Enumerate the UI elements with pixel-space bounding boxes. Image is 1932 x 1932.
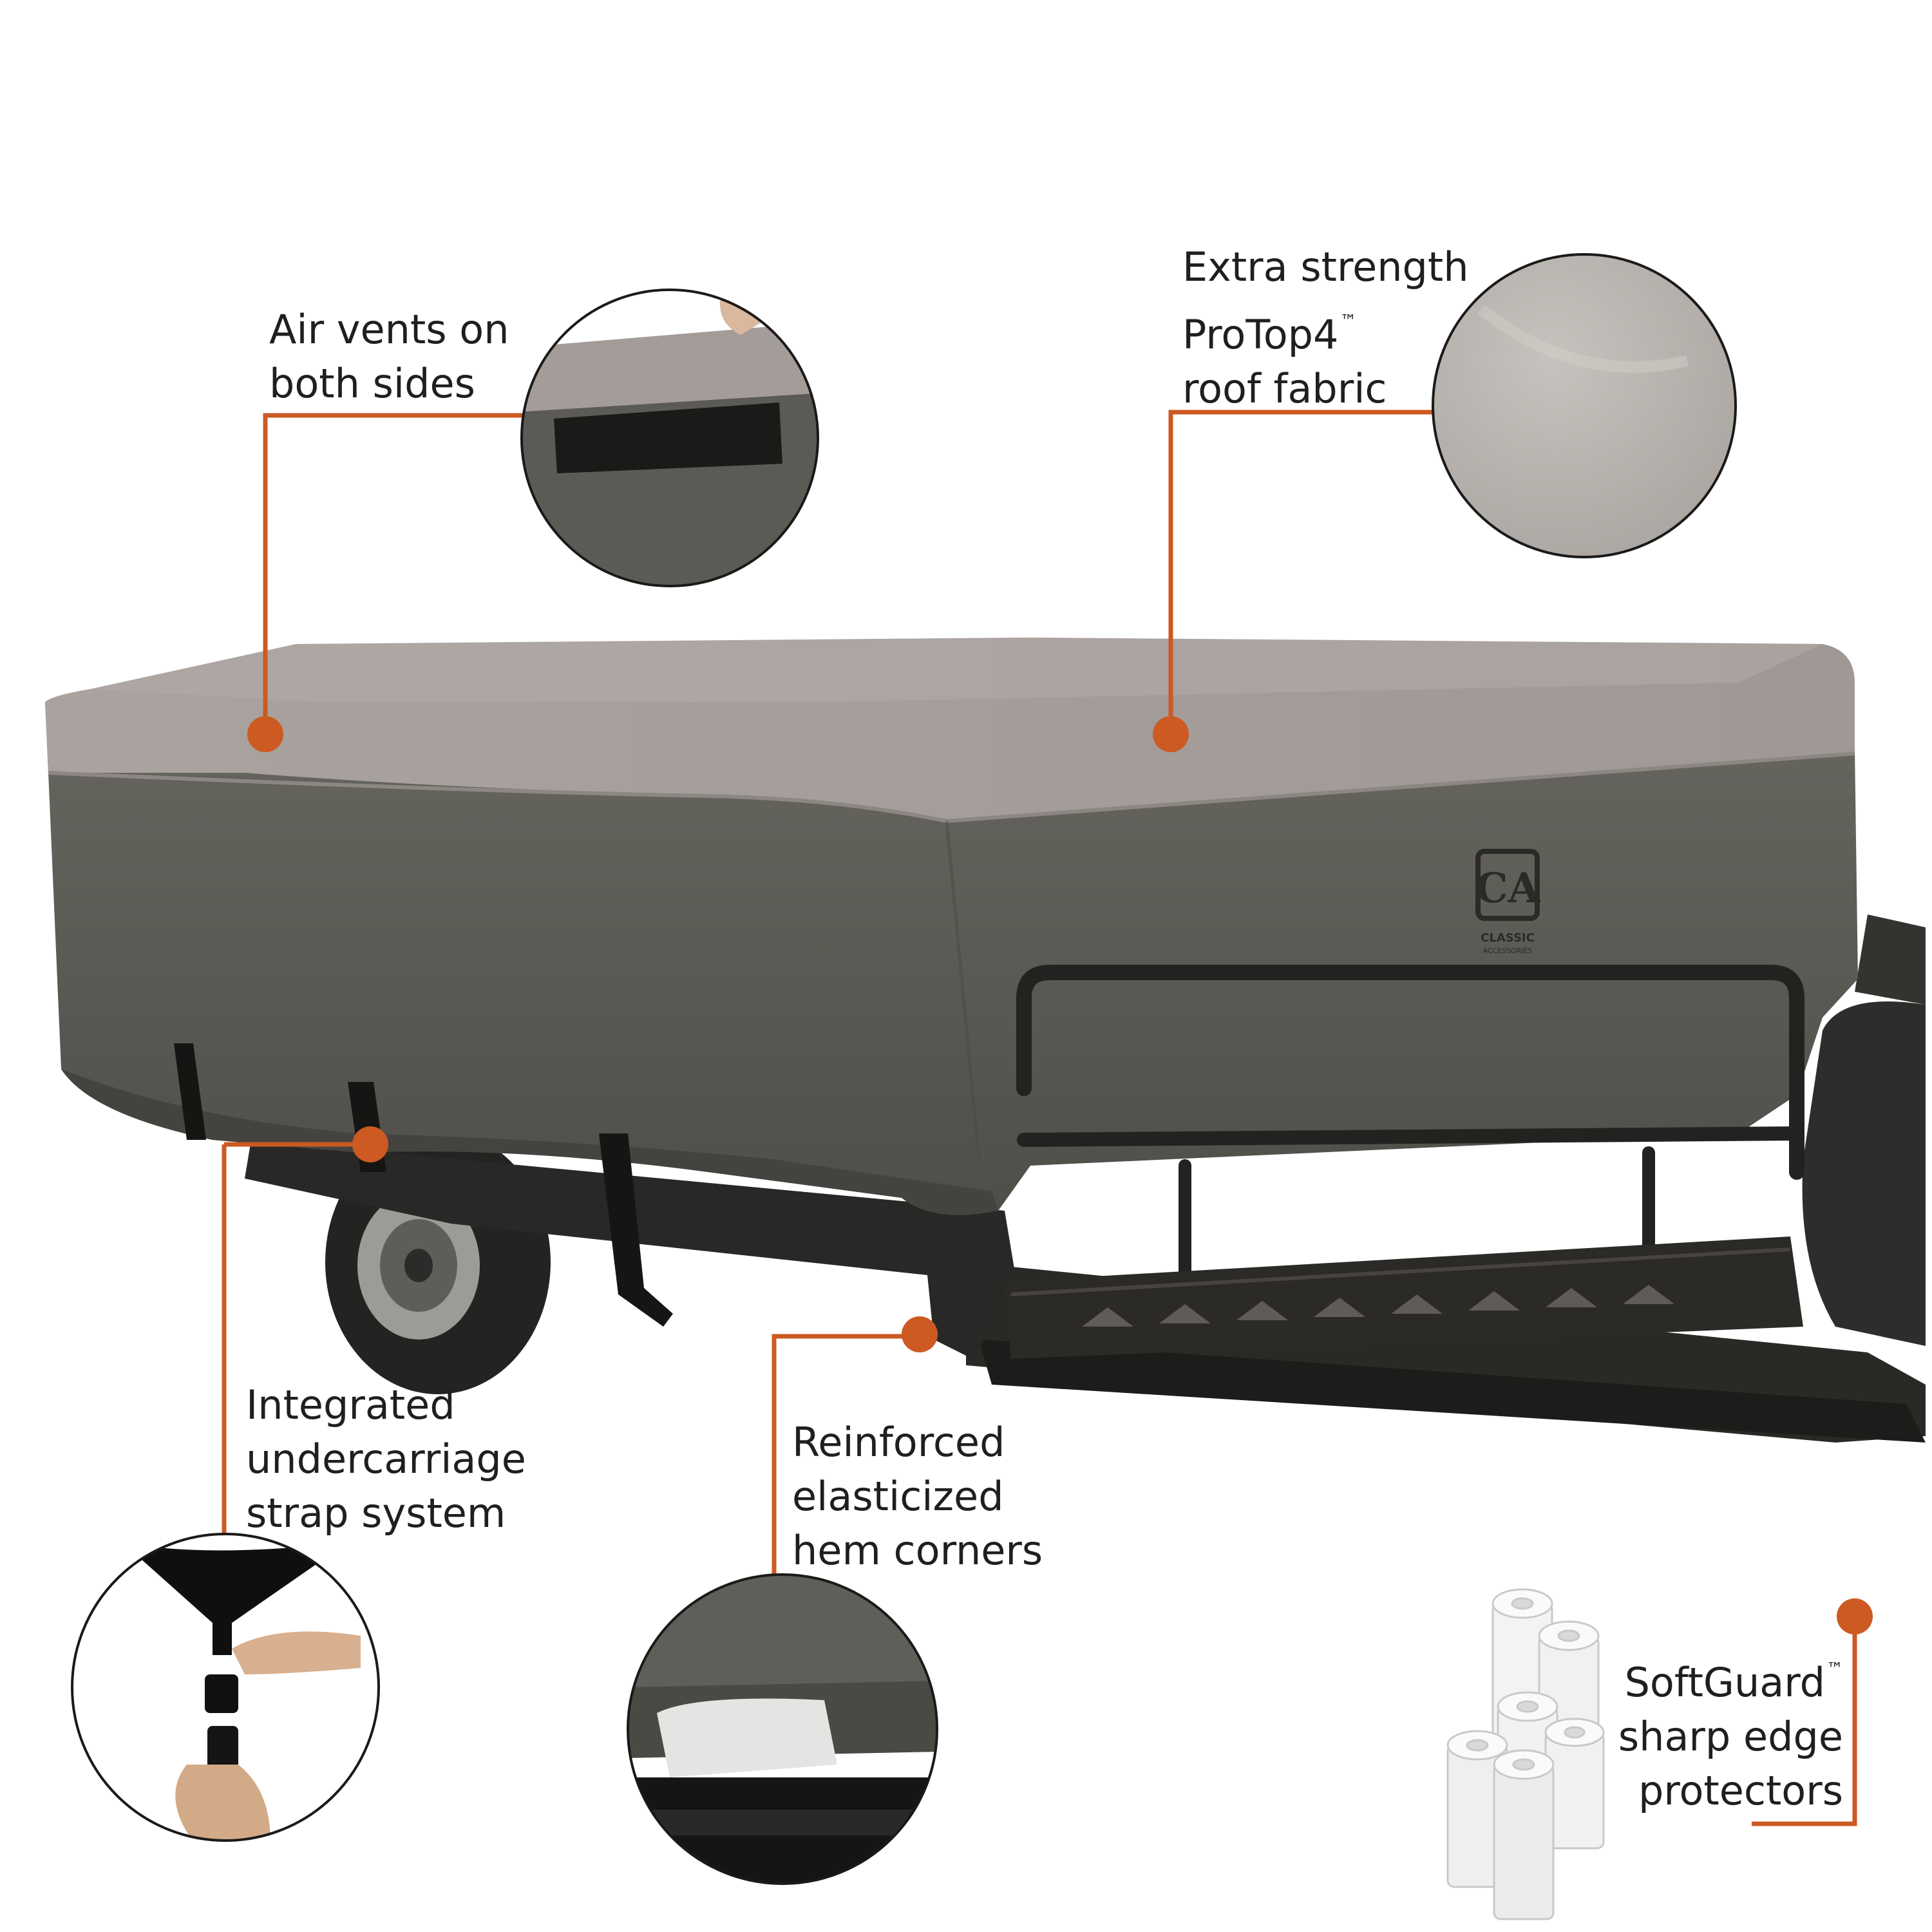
roof-fabric-detail-image bbox=[1432, 253, 1737, 558]
callout-leaders bbox=[222, 410, 1857, 1826]
callout-roof-fabric-line-2: ProTop4 bbox=[1182, 311, 1339, 358]
callout-edge-protectors-line-3: protectors bbox=[1638, 1767, 1843, 1814]
callout-dots bbox=[247, 716, 1873, 1634]
brand-logo-name: CLASSIC bbox=[1481, 931, 1535, 945]
strap-buckle-detail-image bbox=[71, 1533, 380, 1842]
callout-undercarriage-line-3: strap system bbox=[246, 1490, 506, 1537]
air-vent-detail-image bbox=[520, 289, 819, 587]
callout-air-vents-line-2: both sides bbox=[269, 360, 475, 407]
callout-edge-protectors-line-2: sharp edge bbox=[1618, 1713, 1843, 1760]
foam-edge-protectors-image bbox=[1446, 1588, 1605, 1920]
callout-hem-corners-line-2: elasticized bbox=[792, 1473, 1004, 1520]
callout-roof-fabric: Extra strength ProTop4™ roof fabric bbox=[1182, 240, 1469, 416]
brand-logo-letters: CA bbox=[1475, 864, 1541, 913]
trademark-symbol: ™ bbox=[1340, 312, 1357, 331]
callout-undercarriage-line-1: Integrated bbox=[246, 1381, 455, 1428]
pop-up-camper-cover bbox=[45, 638, 1926, 1443]
brand-logo: CA CLASSIC ACCESSORIES bbox=[1475, 849, 1541, 955]
callout-air-vents: Air vents on both sides bbox=[269, 303, 509, 411]
callout-hem-corners-line-1: Reinforced bbox=[792, 1419, 1005, 1466]
callout-hem-corners-line-3: hem corners bbox=[792, 1527, 1043, 1574]
callout-edge-protectors-line-1: SoftGuard bbox=[1624, 1659, 1825, 1706]
brand-logo-sub: ACCESSORIES bbox=[1482, 947, 1532, 955]
callout-undercarriage-line-2: undercarriage bbox=[246, 1435, 526, 1482]
callout-roof-fabric-line-1: Extra strength bbox=[1182, 243, 1469, 290]
callout-air-vents-line-1: Air vents on bbox=[269, 306, 509, 353]
callout-undercarriage: Integrated undercarriage strap system bbox=[246, 1378, 526, 1540]
callout-roof-fabric-line-3: roof fabric bbox=[1182, 365, 1387, 412]
trademark-symbol: ™ bbox=[1826, 1660, 1843, 1679]
hem-corner-detail-image bbox=[627, 1573, 938, 1885]
callout-edge-protectors: SoftGuard™ sharp edge protectors bbox=[1618, 1642, 1843, 1818]
callout-hem-corners: Reinforced elasticized hem corners bbox=[792, 1416, 1043, 1578]
